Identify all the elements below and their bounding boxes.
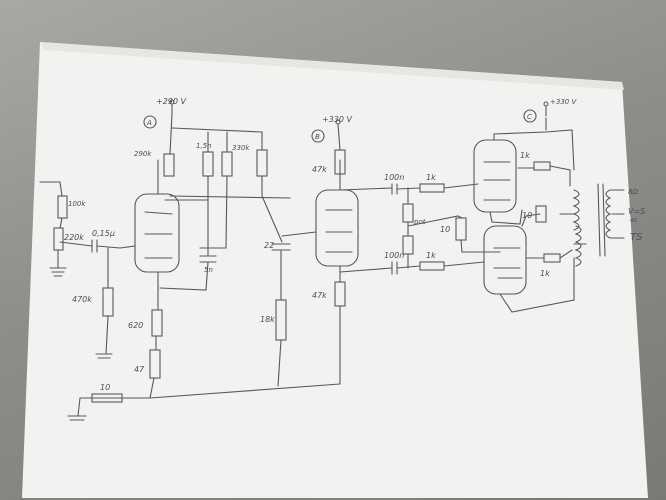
label-r-10-cath: 10 [522, 211, 532, 220]
label-r-18k: 18k [260, 315, 275, 324]
label-r-47: 47 [134, 365, 145, 374]
label-v-a: +290 V [156, 97, 187, 106]
label-out-t: TS [630, 232, 643, 243]
label-node-a: A [146, 119, 152, 127]
label-pot: pot [413, 218, 426, 226]
label-r-1k-bottom: 1k [426, 251, 436, 260]
paper-sheet [22, 42, 648, 498]
label-r-1k-top: 1k [426, 173, 436, 182]
label-r-470k: 470k [72, 295, 92, 304]
label-c-015u: 0,15µ [92, 229, 115, 238]
label-out-8: 8Ω [628, 188, 638, 196]
label-c-5n: 5n [204, 266, 213, 274]
label-c-100n-bottom: 100n [384, 251, 404, 260]
paper-shadow-edge [40, 42, 624, 90]
label-r-1k-g2: 1k [540, 269, 550, 278]
label-r-100k: 100k [68, 200, 86, 208]
label-r-1k-g1: 1k [520, 151, 530, 160]
label-r-10-mid: 10 [440, 225, 450, 234]
label-r-47k-top: 47k [312, 165, 327, 174]
label-v-c: +330 V [550, 98, 577, 106]
label-r-620: 620 [128, 321, 143, 330]
label-r-10: 10 [100, 383, 110, 392]
label-node-b: B [315, 133, 320, 141]
label-r-220k: 220k [64, 233, 84, 242]
label-v-b: +330 V [322, 115, 353, 124]
label-node-c: C [527, 113, 532, 121]
label-r-290k: 290k [134, 150, 152, 158]
label-c-100n-top: 100n [384, 173, 404, 182]
label-out-v: V=S [628, 207, 645, 216]
label-out-small: 4Ω [630, 218, 637, 224]
label-c-22: 22 [264, 241, 274, 250]
label-r-330k: 330k [232, 144, 250, 152]
label-r-47k-bottom: 47k [312, 291, 327, 300]
label-c-15n: 1,5n [196, 142, 212, 150]
